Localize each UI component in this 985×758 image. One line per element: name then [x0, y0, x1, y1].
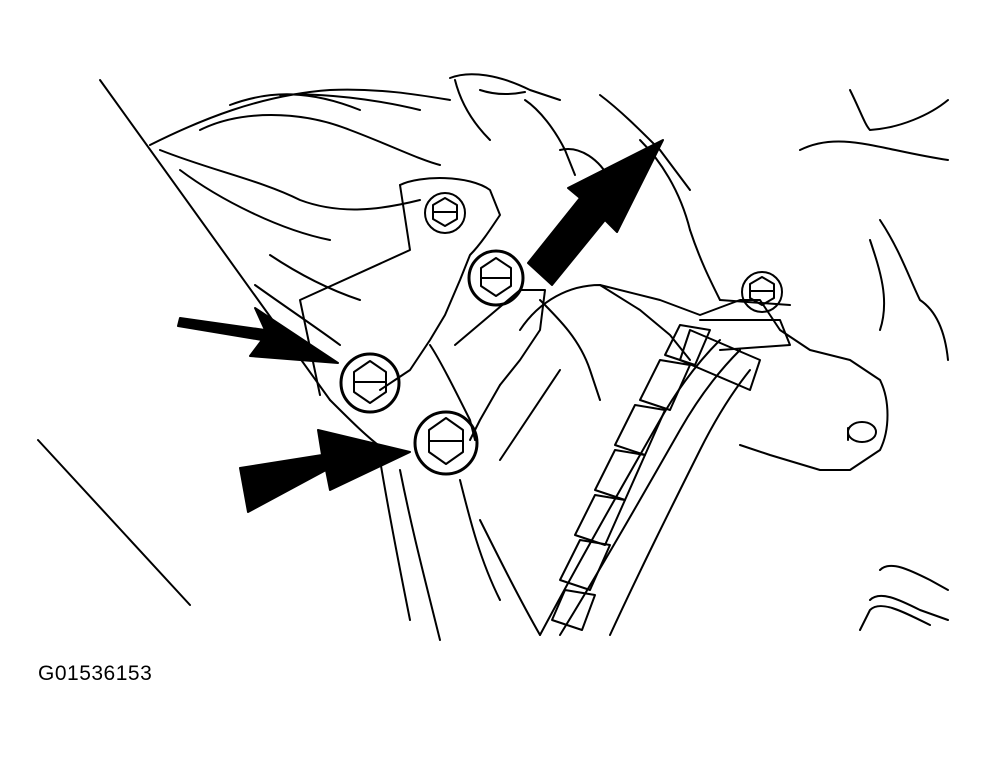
bolt-upper-right [467, 249, 525, 307]
mounting-bracket [299, 177, 546, 641]
callout-arrow-left-lower [239, 429, 411, 513]
callout-arrow-upper-right [527, 139, 664, 286]
bolt-upper-left [424, 192, 466, 234]
bolt-alternator-rear [741, 271, 783, 313]
bolt-lower [413, 410, 479, 476]
callout-arrow-left-upper [177, 307, 339, 364]
figure-id-label: G01536153 [38, 662, 153, 685]
alternator-body [459, 284, 949, 636]
engine-block-outline [37, 73, 949, 606]
bolt-left [339, 352, 401, 414]
